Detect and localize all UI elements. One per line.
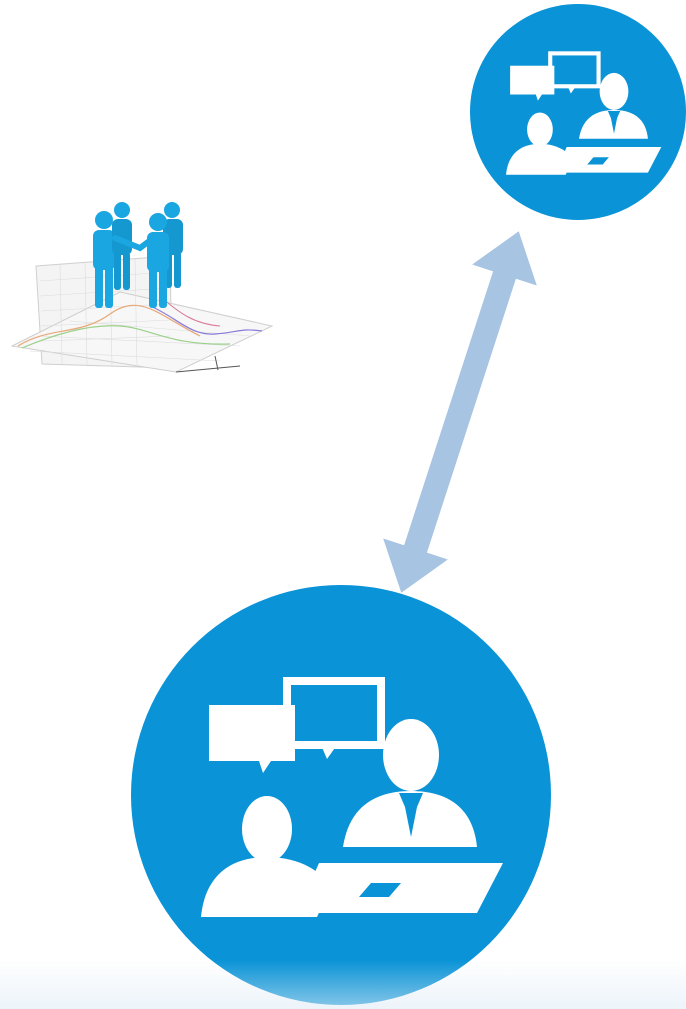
bottom-gradient: [0, 960, 686, 1009]
double-headed-arrow-icon: [383, 231, 537, 593]
speech-bubble-icon: [209, 705, 295, 761]
business-people-clipart: [10, 202, 274, 373]
speech-bubble-icon: [510, 65, 555, 95]
chart-sheets: [10, 255, 274, 373]
meeting-icon-small: [470, 4, 686, 220]
meeting-icon-large: [131, 585, 551, 1005]
figure-right: [112, 202, 183, 308]
